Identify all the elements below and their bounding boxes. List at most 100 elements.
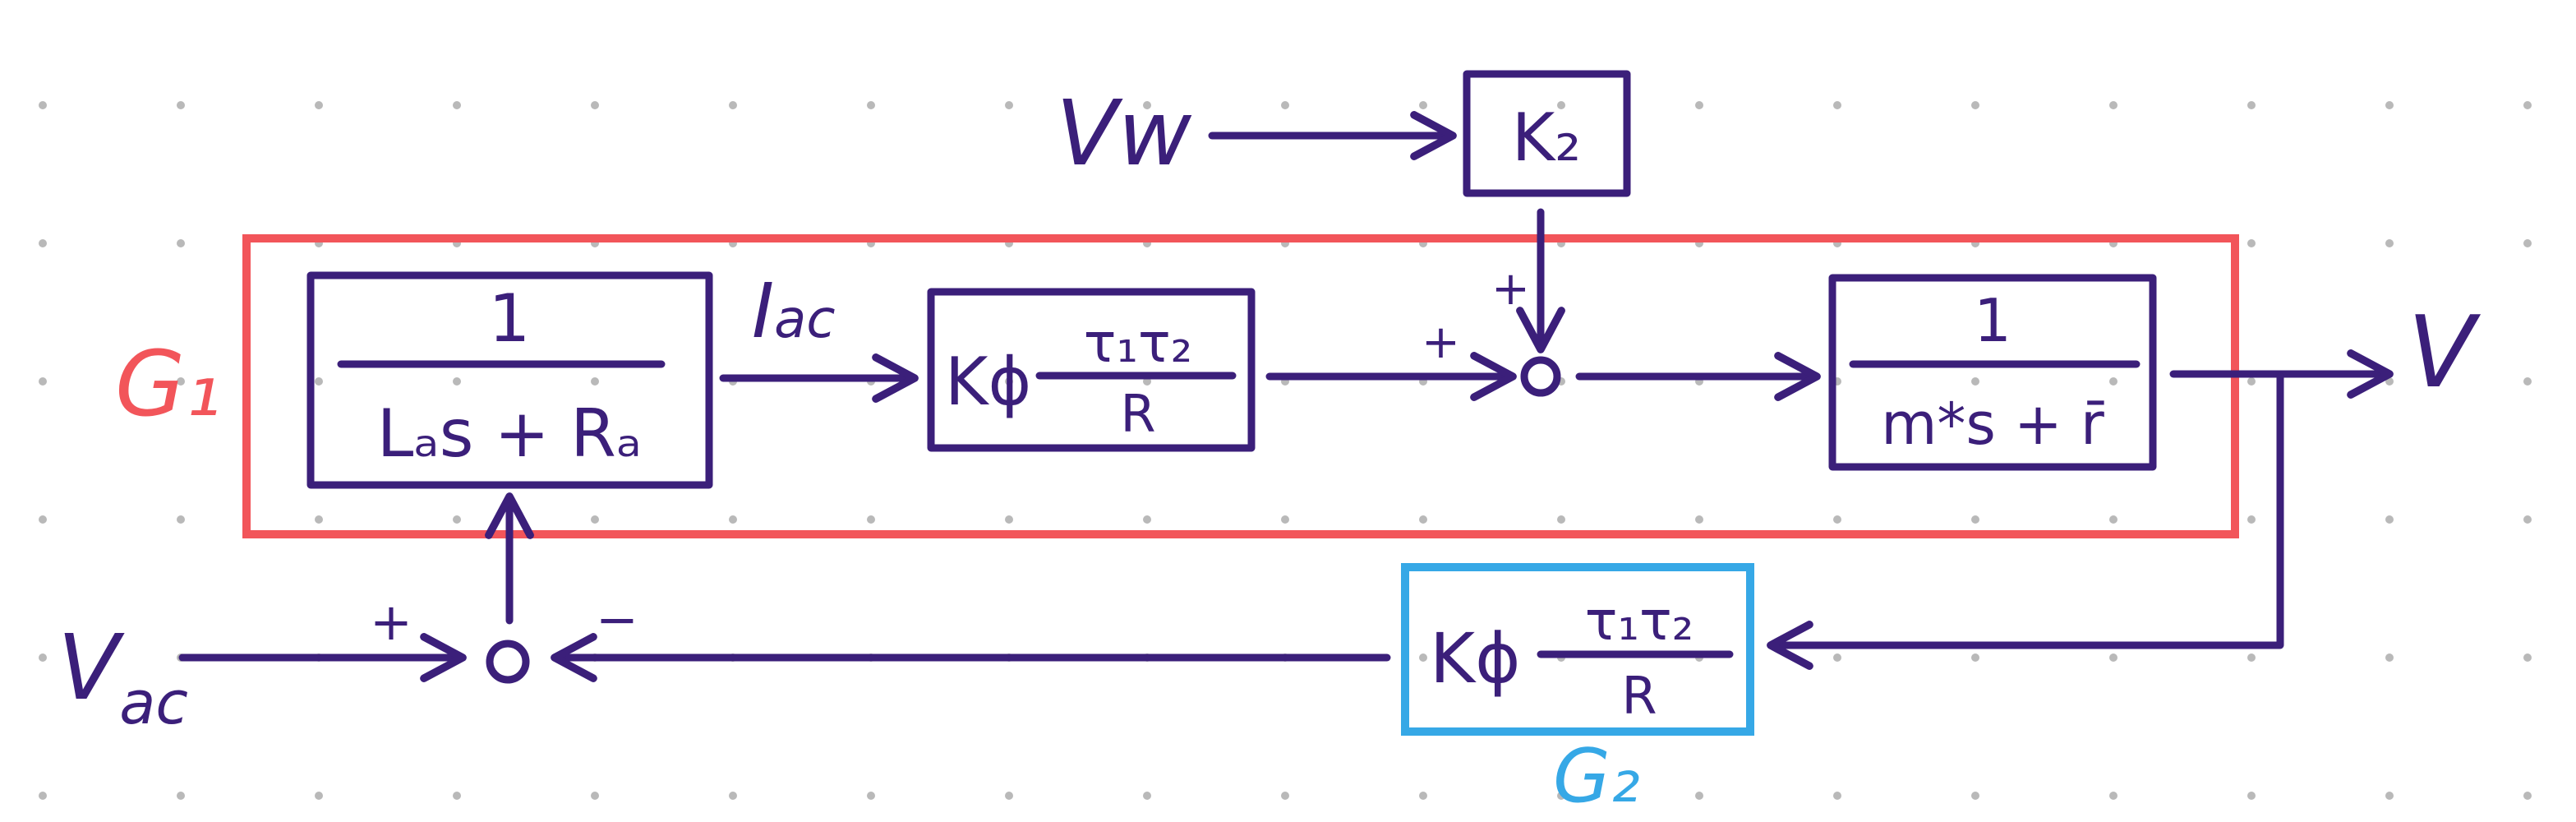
grid-dot — [1005, 101, 1013, 109]
grid-dot — [1281, 792, 1289, 800]
grid-dot — [39, 515, 47, 524]
grid-dot — [729, 101, 737, 109]
torque-gain-denominator: R — [1120, 384, 1155, 444]
grid-dot — [2385, 792, 2394, 800]
vw-signal-label: Vw — [1056, 81, 1192, 186]
grid-dot — [591, 515, 599, 524]
grid-dot — [1143, 515, 1151, 524]
grid-dot — [2247, 239, 2256, 247]
grid-dot — [453, 515, 461, 524]
grid-dot — [2385, 239, 2394, 247]
torque-gain-prefix: Kϕ — [945, 344, 1031, 420]
grid-dot — [2109, 792, 2117, 800]
k2-label: K₂ — [1512, 99, 1582, 176]
grid-dot — [729, 515, 737, 524]
grid-dot — [2109, 101, 2117, 109]
grid-dot — [1557, 792, 1565, 800]
grid-dot — [177, 239, 185, 247]
grid-dot — [1419, 101, 1427, 109]
grid-dot — [1971, 101, 1979, 109]
grid-dot — [2523, 515, 2532, 524]
vac-signal-label: Vac — [58, 615, 188, 737]
grid-dot — [2247, 515, 2256, 524]
grid-dot — [1695, 515, 1703, 524]
armature-numerator: 1 — [489, 280, 531, 357]
armature-denominator: Lₐs + Rₐ — [377, 395, 642, 472]
grid-dot — [1281, 101, 1289, 109]
grid-dot — [177, 377, 185, 386]
grid-dot — [1005, 377, 1013, 386]
grid-dot — [2109, 515, 2117, 524]
grid-dot — [2523, 377, 2532, 386]
vehicle-denominator: m*s + r̄ — [1881, 390, 2104, 458]
v-output-label: V — [2408, 296, 2482, 410]
grid-dot — [1005, 792, 1013, 800]
grid-dot — [591, 377, 599, 386]
feedback-prefix: Kϕ — [1430, 618, 1521, 699]
grid-dot — [867, 792, 875, 800]
grid-dot — [39, 377, 47, 386]
feedback-numerator: τ₁τ₂ — [1585, 589, 1694, 653]
grid-dot — [1419, 515, 1427, 524]
grid-dot — [315, 515, 323, 524]
grid-dot — [39, 101, 47, 109]
grid-dot — [177, 101, 185, 109]
vehicle-block — [1828, 274, 2157, 471]
grid-dot — [1971, 377, 1979, 386]
vehicle-numerator: 1 — [1974, 286, 2011, 355]
grid-dot — [591, 792, 599, 800]
grid-dot — [1143, 792, 1151, 800]
grid-dot — [2247, 101, 2256, 109]
grid-dot — [453, 377, 461, 386]
grid-dot — [39, 792, 47, 800]
input-plus-sign: + — [370, 592, 412, 652]
grid-dot — [1419, 653, 1427, 662]
grid-dot — [177, 515, 185, 524]
grid-dot — [2385, 101, 2394, 109]
grid-dot — [315, 377, 323, 386]
input-summing-junction — [486, 640, 530, 684]
grid-dot — [729, 792, 737, 800]
g1-label: G₁ — [115, 331, 221, 436]
grid-dot — [1005, 515, 1013, 524]
grid-dot — [867, 515, 875, 524]
grid-dot — [2523, 792, 2532, 800]
torque-plus-sign: + — [1422, 316, 1460, 369]
grid-dot — [39, 653, 47, 662]
output-feedback-wire — [1767, 372, 2284, 670]
grid-dot — [1281, 515, 1289, 524]
armature-block — [306, 271, 713, 489]
grid-dot — [2523, 101, 2532, 109]
torque-summing-junction — [1520, 356, 1561, 397]
grid-dot — [453, 101, 461, 109]
grid-dot — [2385, 515, 2394, 524]
grid-dot — [2247, 377, 2256, 386]
grid-dot — [1971, 792, 1979, 800]
feedback-denominator: R — [1621, 666, 1657, 726]
torque-gain-block — [927, 288, 1256, 452]
grid-dot — [1833, 792, 1841, 800]
grid-dot — [315, 792, 323, 800]
grid-dot — [1971, 515, 1979, 524]
iac-signal-label: Iac — [752, 267, 836, 355]
grid-dot — [1833, 653, 1841, 662]
grid-dot — [2523, 239, 2532, 247]
grid-dot — [1557, 101, 1565, 109]
grid-dot — [2523, 653, 2532, 662]
grid-dot — [2385, 377, 2394, 386]
grid-dot — [1695, 101, 1703, 109]
grid-dot — [1971, 653, 1979, 662]
grid-dot — [2247, 792, 2256, 800]
k2-block — [1463, 70, 1631, 197]
grid-dot — [1557, 515, 1565, 524]
g2-group-outline — [1401, 563, 1754, 736]
grid-dot — [2109, 653, 2117, 662]
grid-dot — [39, 239, 47, 247]
grid-dot — [591, 101, 599, 109]
grid-dot — [1833, 101, 1841, 109]
g2-label: G₂ — [1553, 733, 1640, 820]
grid-dot — [177, 792, 185, 800]
vw-plus-sign: + — [1491, 262, 1530, 316]
torque-gain-numerator: τ₁τ₂ — [1084, 312, 1192, 375]
grid-dot — [315, 101, 323, 109]
